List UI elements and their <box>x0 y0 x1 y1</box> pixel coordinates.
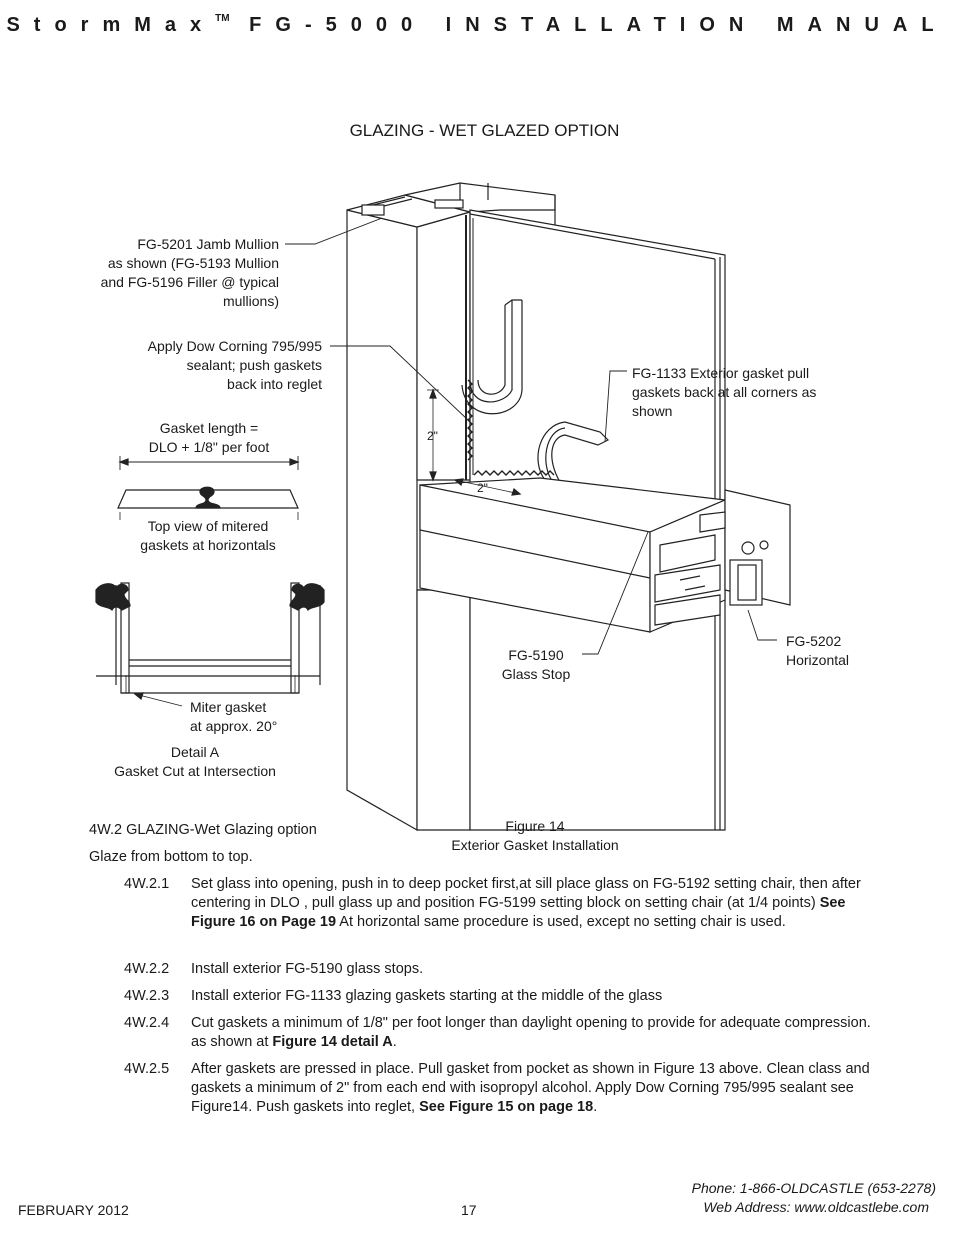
label-line: Gasket length = <box>159 420 259 436</box>
label-line: sealant; push gaskets <box>186 357 322 373</box>
label-line: FG-5190 <box>508 647 564 663</box>
step-number: 4W.2.2 <box>124 961 170 977</box>
step-body: After gaskets are pressed in place. Pull… <box>191 1061 870 1115</box>
step-text: Install exterior FG-5190 glass stops. <box>191 961 424 977</box>
footer-date: FEBRUARY 2012 <box>18 1202 129 1218</box>
label-gasket-length: Gasket length = DLO + 1/8" per foot <box>120 419 298 457</box>
step-number: 4W.2.4 <box>124 1015 170 1031</box>
step-reference: See Figure 16 on Page 19 <box>191 895 846 930</box>
step-number: 4W.2.5 <box>124 1061 170 1077</box>
label-line: Apply Dow Corning 795/995 <box>147 338 322 354</box>
brand-name: StormMax <box>6 14 216 36</box>
figure-caption: Figure 14 Exterior Gasket Installation <box>420 817 650 855</box>
caption-line: Exterior Gasket Installation <box>451 837 619 853</box>
footer-phone: Phone: 1-866-OLDCASTLE (653-2278) <box>691 1180 936 1196</box>
label-line: Miter gasket <box>190 699 267 715</box>
label-line: Glass Stop <box>501 666 571 682</box>
trademark: TM <box>215 13 230 25</box>
label-horizontal: FG-5202 Horizontal <box>786 632 886 670</box>
jamb-mullion <box>346 209 418 832</box>
label-line: DLO + 1/8" per foot <box>148 439 270 455</box>
label-line: gaskets at horizontals <box>140 537 276 553</box>
label-jamb-mullion: FG-5201 Jamb Mullion as shown (FG-5193 M… <box>60 235 279 311</box>
footer-web: Web Address: www.oldcastlebe.com <box>703 1199 929 1215</box>
section-intro: Glaze from bottom to top. <box>89 849 253 865</box>
step-text: After gaskets are pressed in place. Pull… <box>191 1060 881 1117</box>
step-tail: . <box>392 1034 397 1050</box>
section-heading: 4W.2 GLAZING-Wet Glazing option <box>89 822 317 838</box>
label-detail-a: Detail A Gasket Cut at Intersection <box>95 743 295 781</box>
label-line: FG-5201 Jamb Mullion <box>137 236 279 252</box>
figure-title: GLAZING - WET GLAZED OPTION <box>349 121 620 140</box>
step-body: Cut gaskets a minimum of 1/8" per foot l… <box>191 1015 871 1050</box>
label-line: gaskets back at all corners as <box>632 384 817 400</box>
label-line: as shown (FG-5193 Mullion <box>107 255 279 271</box>
label-miter-gasket: Miter gasket at approx. 20° <box>190 698 310 736</box>
step-reference: Figure 14 detail A <box>272 1034 393 1050</box>
label-line: back into reglet <box>227 376 322 392</box>
label-line: at approx. 20° <box>190 718 278 734</box>
jamb-mullion-side <box>416 211 471 481</box>
manual-title: FG-5000 INSTALLATION MANUAL <box>249 14 948 36</box>
label-line: Gasket Cut at Intersection <box>114 763 276 779</box>
label-line: and FG-5196 Filler @ typical <box>100 274 279 290</box>
dimension-horizontal: 2" <box>477 481 488 495</box>
label-line: Top view of mitered <box>147 518 269 534</box>
step-tail: At horizontal same procedure is used, ex… <box>336 914 786 930</box>
label-line: shown <box>632 403 673 419</box>
label-line: Horizontal <box>786 652 850 668</box>
dimension-vertical: 2" <box>427 429 438 443</box>
step-text: Set glass into opening, push in to deep … <box>191 875 881 932</box>
label-line: FG-1133 Exterior gasket pull <box>632 365 810 381</box>
step-text: Cut gaskets a minimum of 1/8" per foot l… <box>191 1014 881 1052</box>
label-line: FG-5202 <box>786 633 842 649</box>
step-tail: . <box>593 1099 598 1115</box>
page-number: 17 <box>461 1202 477 1218</box>
page-header: StormMaxTM FG-5000 INSTALLATION MANUAL <box>0 13 954 37</box>
label-sealant: Apply Dow Corning 795/995 sealant; push … <box>100 337 322 394</box>
label-glass-stop: FG-5190 Glass Stop <box>490 646 582 684</box>
step-reference: See Figure 15 on page 18 <box>419 1099 594 1115</box>
caption-line: Figure 14 <box>505 818 565 834</box>
label-line: mullions) <box>222 293 279 309</box>
label-top-view: Top view of mitered gaskets at horizonta… <box>118 517 298 555</box>
label-exterior-gasket: FG-1133 Exterior gasket pull gaskets bac… <box>632 364 862 421</box>
label-line: Detail A <box>170 744 220 760</box>
step-body: Set glass into opening, push in to deep … <box>191 876 861 911</box>
step-number: 4W.2.1 <box>124 876 170 892</box>
step-text: Install exterior FG-1133 glazing gaskets… <box>191 988 663 1004</box>
step-number: 4W.2.3 <box>124 988 170 1004</box>
